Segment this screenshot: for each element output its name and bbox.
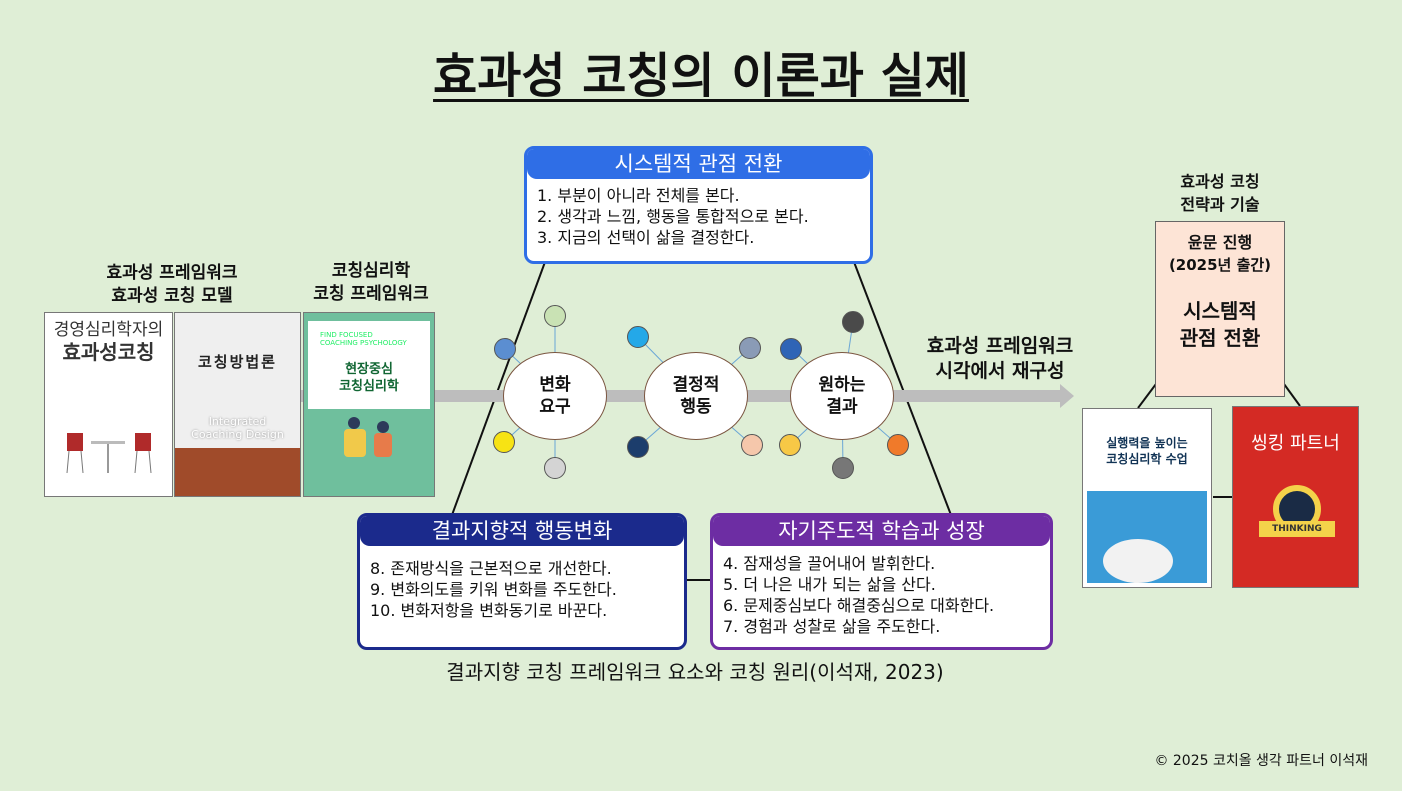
principle-item: 6. 문제중심보다 해결중심으로 대화한다.: [723, 596, 995, 615]
dot: [779, 434, 801, 456]
book-cover-coaching-methodology: 코칭방법론 Integrated Coaching Design: [174, 312, 301, 497]
principle-item: 3. 지금의 선택이 삶을 결정한다.: [537, 228, 755, 247]
principle-item: 9. 변화의도를 키워 변화를 주도한다.: [370, 580, 617, 599]
book2-english: Integrated Coaching Design: [191, 415, 284, 441]
book-cover-field-coaching-psychology: FIND FOCUSED COACHING PSYCHOLOGY 현장중심 코칭…: [303, 312, 435, 497]
result-oriented-heading: 결과지향적 행동변화: [360, 516, 684, 546]
caption-left-book2: 코칭심리학 코칭 프레임워크: [313, 261, 429, 304]
self-directed-heading: 자기주도적 학습과 성장: [713, 516, 1050, 546]
dot: [627, 326, 649, 348]
dot: [832, 457, 854, 479]
caption-strategy: 효과성 코칭 전략과 기술: [1180, 172, 1260, 214]
principle-item: 7. 경험과 성찰로 삶을 주도한다.: [723, 617, 941, 636]
diagram-caption: 결과지향 코칭 프레임워크 요소와 코칭 원리(이석재, 2023): [446, 660, 944, 684]
dot: [780, 338, 802, 360]
dot: [627, 436, 649, 458]
principle-item: 10. 변화저항을 변화동기로 바꾼다.: [370, 601, 608, 620]
dot: [544, 305, 566, 327]
dot: [842, 311, 864, 333]
triangle-left-line: [451, 261, 546, 516]
book5-label: THINKING: [1259, 521, 1335, 537]
book1-title-main: 효과성코칭: [62, 340, 155, 364]
result-oriented-box: 결과지향적 행동변화 8. 존재방식을 근본적으로 개선한다. 9. 변화의도를…: [357, 513, 687, 650]
page-title: 효과성 코칭의 이론과 실제: [433, 48, 969, 104]
book2-title: 코칭방법론: [197, 353, 277, 371]
book3-english: FIND FOCUSED COACHING PSYCHOLOGY: [320, 331, 407, 347]
system-perspective-box: 시스템적 관점 전환 1. 부분이 아니라 전체를 본다. 2. 생각과 느낌,…: [524, 146, 873, 264]
caption-left-book1: 효과성 프레임워크 효과성 코칭 모델: [106, 263, 238, 306]
book1-title-top: 경영심리학자의: [53, 320, 164, 340]
principle-item: 8. 존재방식을 근본적으로 개선한다.: [370, 559, 612, 578]
book-cover-thinking-partner: 씽킹 파트너 THINKING: [1232, 406, 1359, 588]
dot: [493, 431, 515, 453]
caption-reconstruct: 효과성 프레임워크 시각에서 재구성: [926, 335, 1074, 382]
strategy-publish-year: (2025년 출간): [1168, 256, 1272, 274]
strategy-left-line: [1137, 383, 1157, 409]
principle-item: 2. 생각과 느낌, 행동을 통합적으로 본다.: [537, 207, 809, 226]
book-cover-execution-coaching: 실행력을 높이는 코칭심리학 수업: [1082, 408, 1212, 588]
dot: [887, 434, 909, 456]
dot: [739, 337, 761, 359]
flow-arrow-head: [1060, 384, 1074, 408]
principle-item: 4. 잠재성을 끌어내어 발휘한다.: [723, 554, 936, 573]
strategy-status: 윤문 진행: [1187, 233, 1253, 252]
people-illustration-icon: [344, 417, 392, 457]
chairs-illustration-icon: [66, 433, 152, 474]
principle-item: 1. 부분이 아니라 전체를 본다.: [537, 186, 740, 205]
dot: [741, 434, 763, 456]
node-change-need: 변화 요구: [503, 352, 607, 440]
plate-icon: [1103, 539, 1173, 583]
book4-title: 실행력을 높이는 코칭심리학 수업: [1106, 436, 1188, 466]
strategy-right-line: [1283, 383, 1301, 407]
strategy-title: 시스템적 관점 전환: [1179, 299, 1261, 350]
book3-title: 현장중심 코칭심리학: [339, 362, 399, 394]
book5-title: 씽킹 파트너: [1251, 433, 1340, 454]
triangle-right-line: [853, 261, 952, 516]
system-perspective-heading: 시스템적 관점 전환: [527, 149, 870, 179]
strategy-book-box: 윤문 진행 (2025년 출간) 시스템적 관점 전환: [1155, 221, 1285, 397]
dot: [544, 457, 566, 479]
self-directed-box: 자기주도적 학습과 성장 4. 잠재성을 끌어내어 발휘한다. 5. 더 나은 …: [710, 513, 1053, 650]
node-critical-action: 결정적 행동: [644, 352, 748, 440]
copyright-notice: © 2025 코치올 생각 파트너 이석재: [1154, 753, 1368, 769]
dot: [494, 338, 516, 360]
principle-item: 5. 더 나은 내가 되는 삶을 산다.: [723, 575, 936, 594]
node-desired-result: 원하는 결과: [790, 352, 894, 440]
